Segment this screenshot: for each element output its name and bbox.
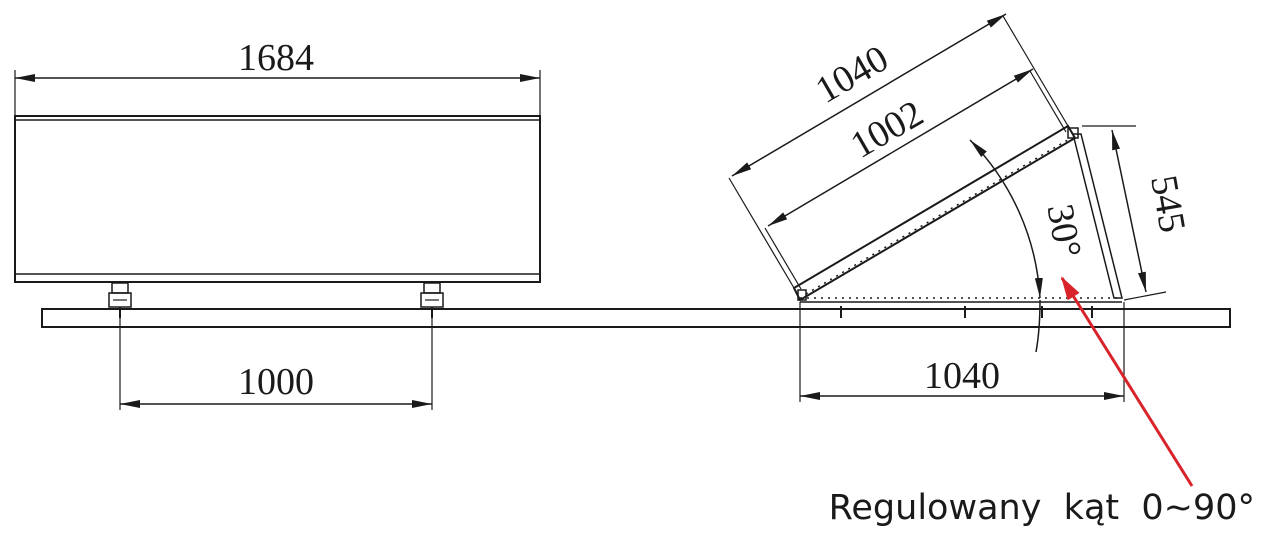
dim-line-inner-length <box>767 68 1034 227</box>
mount-foot-left <box>108 282 132 318</box>
tilted-panel-view <box>728 13 1167 402</box>
label-panel-width: 1684 <box>238 37 314 79</box>
label-foot-spacing: 1000 <box>238 361 314 403</box>
angle-arc <box>969 139 1043 299</box>
ground-rail <box>41 308 1231 328</box>
flat-panel-body <box>14 115 541 283</box>
label-support-height: 545 <box>1142 172 1193 235</box>
label-tilt-angle: 30° <box>1039 201 1090 261</box>
tilted-panel-body <box>792 124 1077 302</box>
adjustable-angle-caption: Regulowany kąt 0~90° <box>829 488 1255 528</box>
adjustable-angle-arrow <box>1060 276 1194 487</box>
label-panel-length: 1040 <box>809 37 896 111</box>
dim-line-support-height <box>1111 129 1147 293</box>
label-base-length: 1040 <box>924 355 1000 397</box>
mount-foot-right <box>420 282 444 318</box>
flat-panel-view <box>14 70 541 410</box>
